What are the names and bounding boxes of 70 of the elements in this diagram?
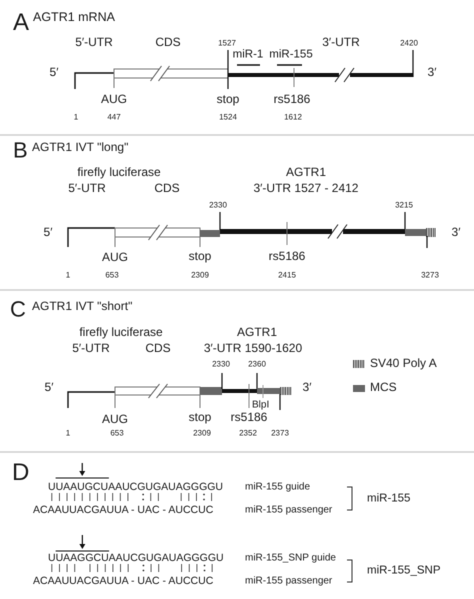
region-label: AGTR1: [286, 166, 326, 180]
site-label: stop: [188, 250, 212, 264]
position-number: 447: [107, 112, 121, 122]
end-label: 5′: [44, 381, 54, 395]
region-label: 3′-UTR 1527 - 2412: [254, 182, 358, 196]
end-label: 3′: [302, 381, 312, 395]
region-label: 3′-UTR 1590-1620: [204, 342, 302, 356]
panel-letter: A: [13, 9, 30, 37]
position-number: 3273: [421, 270, 439, 280]
position-number: 1: [74, 112, 78, 122]
position-number: 653: [110, 428, 124, 438]
region-label: firefly luciferase: [77, 166, 161, 180]
position-number: 2309: [191, 270, 209, 280]
rna-sequence: UUAAUGCUAAUCGUGAUAGGGGU: [48, 480, 224, 494]
strand-label: miR-155 passenger: [245, 504, 332, 516]
restriction-site-label: BlpI: [252, 399, 270, 411]
duplex-label: miR-155: [367, 492, 410, 506]
panel-letter: C: [10, 296, 26, 322]
site-label: AUG: [102, 413, 128, 427]
legend-label: SV40 Poly A: [370, 357, 437, 371]
panel-title: AGTR1 IVT "short": [32, 300, 132, 314]
site-label: AUG: [102, 251, 128, 265]
site-label: stop: [188, 411, 212, 425]
region-label: firefly luciferase: [79, 326, 163, 340]
position-number: 2360: [248, 359, 266, 369]
region-label: CDS: [145, 342, 171, 356]
position-number: 2420: [400, 38, 418, 48]
strand-label: miR-155 guide: [245, 481, 310, 493]
end-label: 5′: [44, 226, 52, 240]
position-number: 2373: [271, 428, 289, 438]
position-number: 1: [66, 270, 70, 280]
snp-label: rs5186: [230, 411, 268, 425]
region-label: 5′-UTR: [72, 342, 110, 356]
position-number: 3215: [395, 200, 413, 210]
legend-label: MCS: [370, 381, 397, 395]
position-number: 2330: [212, 359, 230, 369]
rna-sequence: ACAAUUACGAUUA - UAC - AUCCUC: [33, 574, 214, 588]
rna-sequence: ACAAUUACGAUUA - UAC - AUCCUC: [33, 504, 214, 516]
snp-label: rs5186: [274, 93, 310, 107]
position-number: 1524: [219, 112, 237, 122]
site-label: stop: [216, 93, 240, 107]
position-number: 2415: [278, 270, 296, 280]
site-label: AUG: [101, 93, 127, 107]
panel-letter: D: [12, 459, 30, 487]
position-number: 2330: [209, 200, 227, 210]
region-label: 3′-UTR: [322, 36, 360, 50]
rna-sequence: UUAAGGCUAAUCGUGAUAGGGGU: [48, 552, 224, 564]
position-number: 653: [105, 270, 119, 280]
end-label: 3′: [452, 226, 460, 240]
strand-label: miR-155 passenger: [245, 575, 332, 587]
region-label: 5′-UTR: [75, 36, 113, 50]
snp-label: rs5186: [268, 250, 306, 264]
region-label: CDS: [154, 182, 180, 196]
region-label: 5′-UTR: [68, 182, 106, 196]
region-label: AGTR1: [237, 326, 277, 340]
position-number: 2309: [193, 428, 211, 438]
panel-title: AGTR1 IVT "long": [32, 141, 128, 155]
panel-letter: B: [13, 137, 28, 163]
end-label: 5′: [50, 66, 58, 80]
region-label: CDS: [155, 36, 181, 50]
panel-title: AGTR1 mRNA: [33, 10, 115, 24]
position-number: 1527: [218, 38, 236, 48]
position-number: 1612: [284, 112, 302, 122]
position-number: 1: [66, 428, 70, 438]
strand-label: miR-155_SNP guide: [245, 552, 336, 564]
end-label: 3′: [428, 66, 436, 80]
duplex-label: miR-155_SNP: [367, 564, 440, 578]
binding-site-label: miR-1: [232, 48, 264, 62]
position-number: 2352: [239, 428, 257, 438]
binding-site-label: miR-155: [269, 48, 313, 62]
